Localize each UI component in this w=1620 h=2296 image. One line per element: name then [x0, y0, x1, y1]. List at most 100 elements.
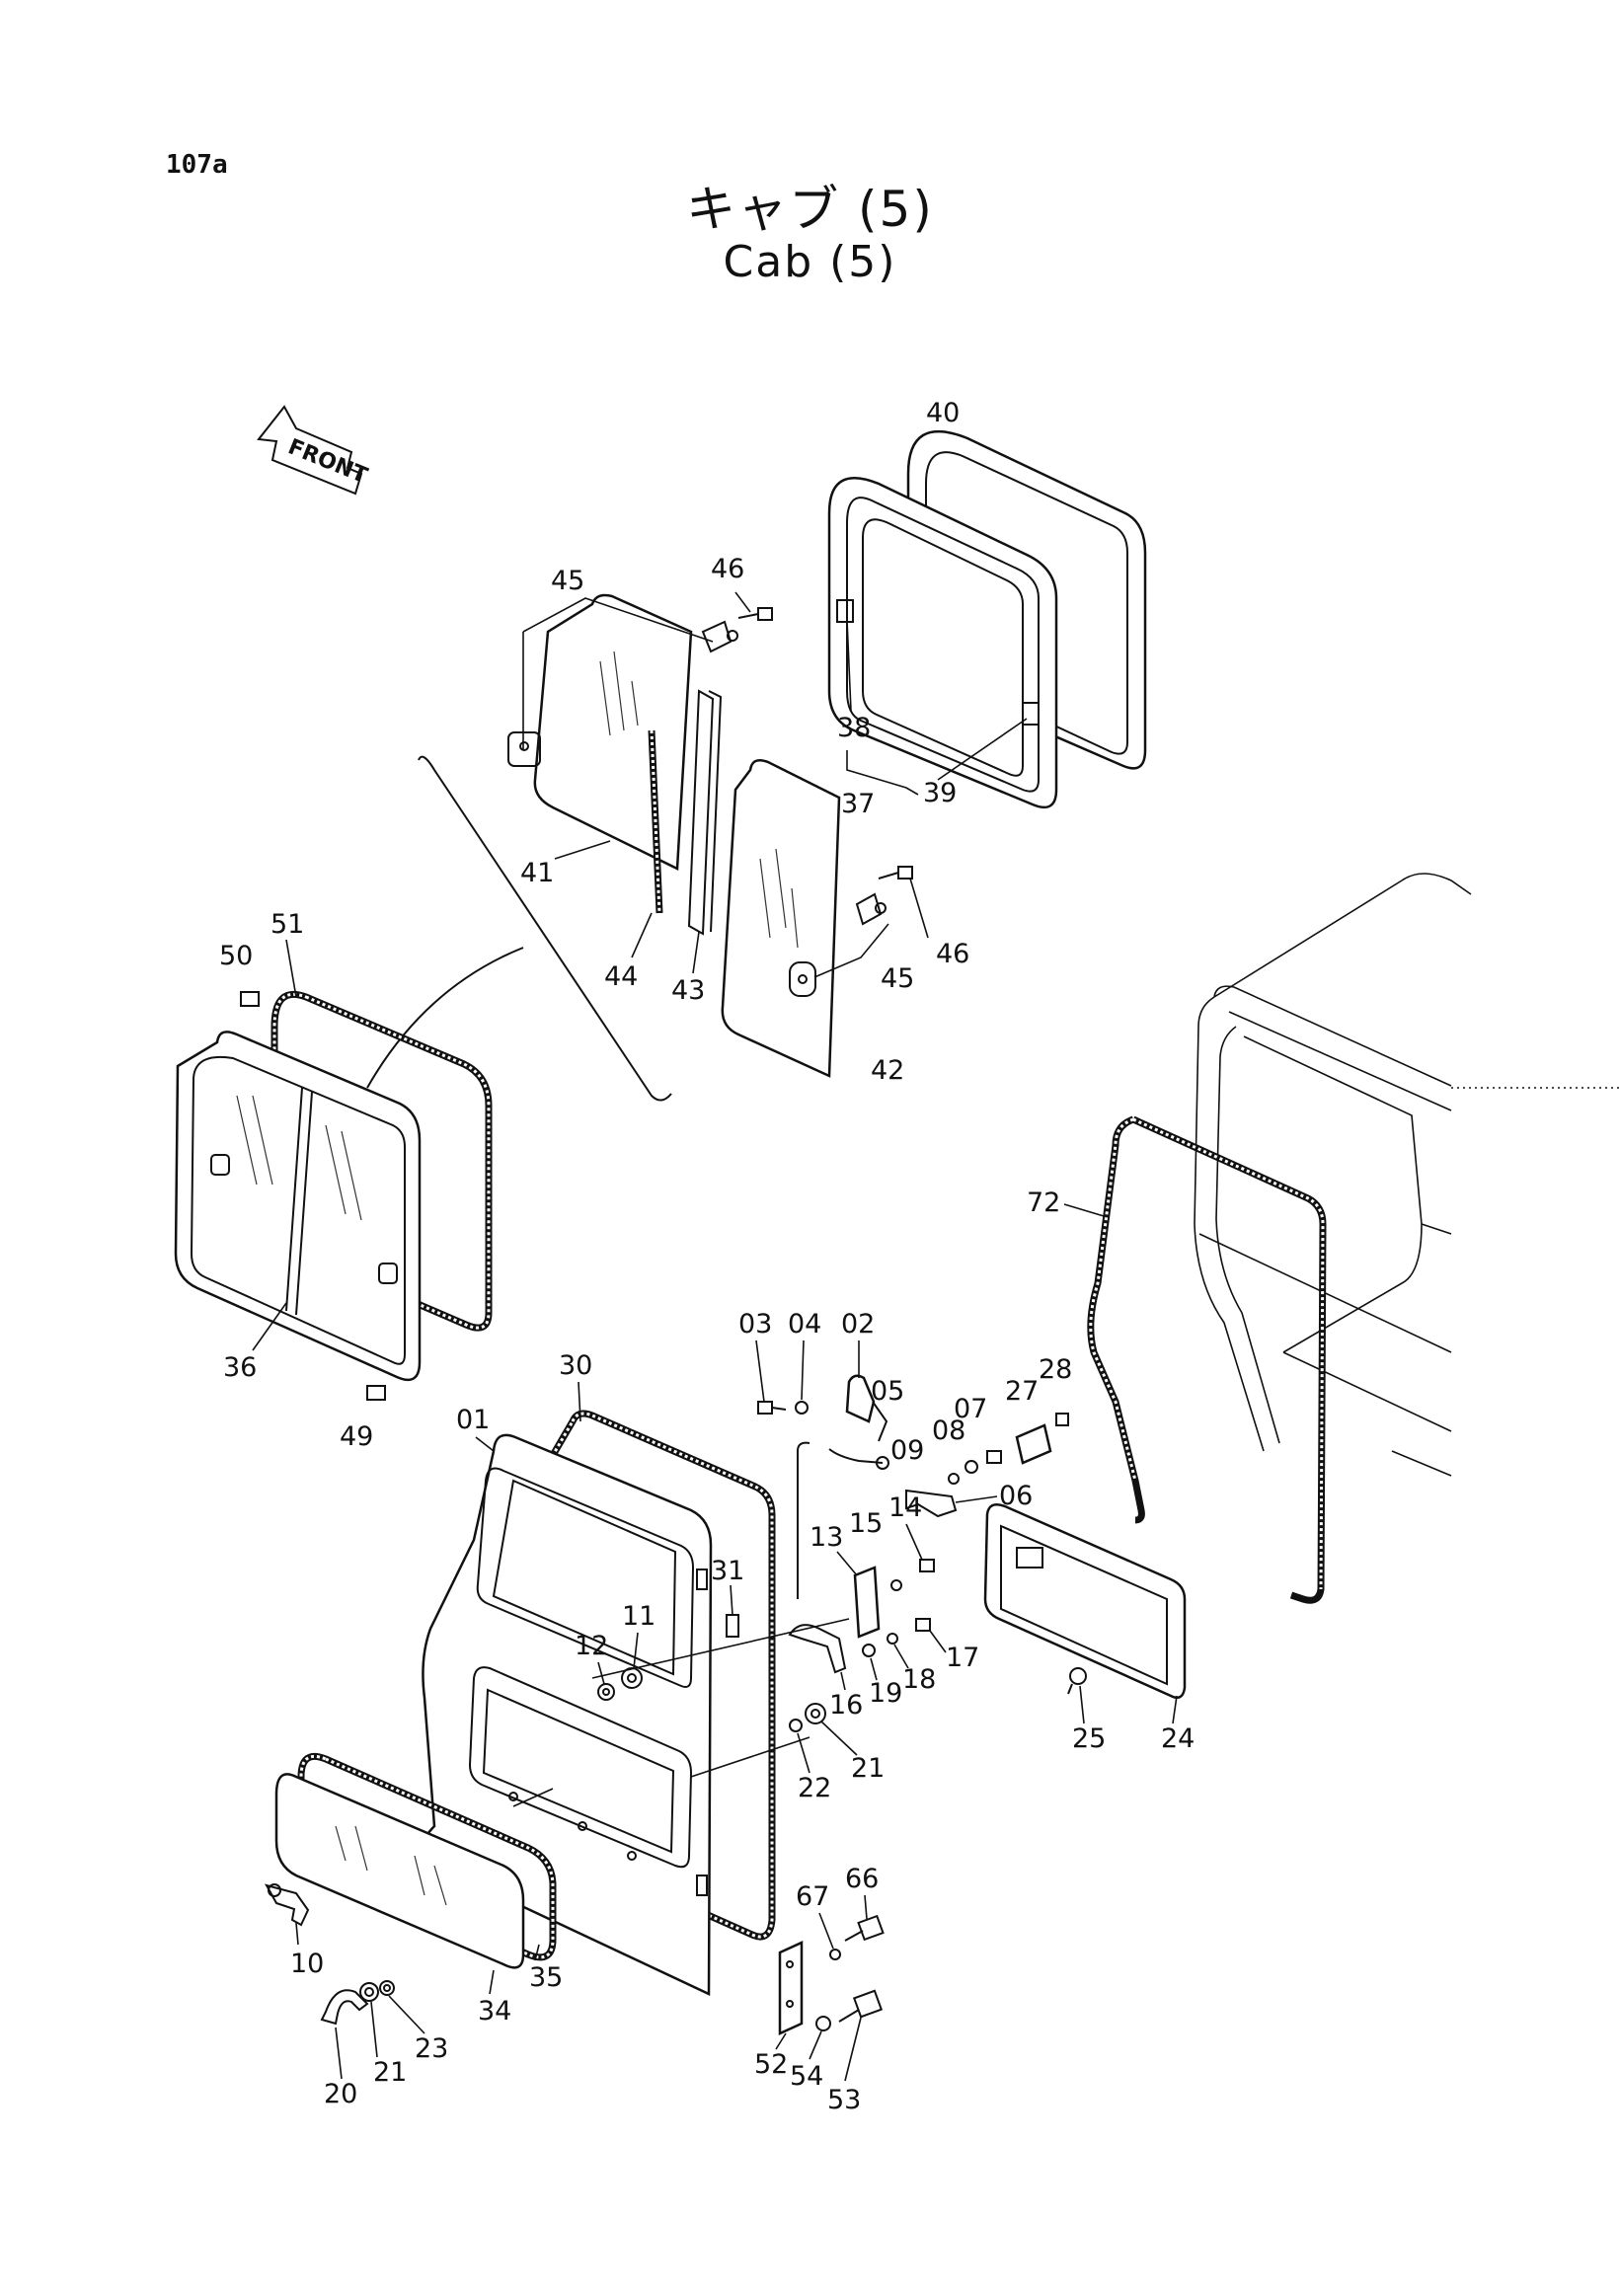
callout-20: 20 — [324, 2079, 357, 2109]
callout-02: 02 — [841, 1309, 875, 1339]
callout-17: 17 — [946, 1643, 979, 1673]
callout-04: 04 — [788, 1309, 821, 1339]
front-arrow-icon: FRONT — [257, 405, 370, 496]
assembly-guide-arc — [418, 755, 672, 1102]
stopper-50 — [240, 991, 260, 1007]
callout-46b: 46 — [936, 939, 969, 969]
washer-54 — [815, 2016, 831, 2031]
callout-24: 24 — [1161, 1723, 1195, 1754]
callout-39: 39 — [923, 778, 957, 808]
callout-08: 08 — [932, 1416, 965, 1446]
callout-51: 51 — [270, 909, 304, 940]
title-english: Cab (5) — [723, 237, 897, 287]
latch-31 — [726, 1614, 739, 1638]
washer-23 — [379, 1980, 395, 1996]
callout-28: 28 — [1039, 1354, 1072, 1385]
nut-21-mid — [805, 1703, 826, 1724]
callout-18: 18 — [902, 1664, 936, 1695]
callout-21: 21 — [851, 1753, 885, 1784]
washer-15 — [890, 1579, 902, 1591]
callout-46: 46 — [711, 554, 744, 584]
callout-42: 42 — [871, 1055, 904, 1086]
sliding-window-36 — [174, 1031, 422, 1382]
callout-25: 25 — [1072, 1723, 1106, 1754]
callout-31: 31 — [711, 1556, 744, 1586]
latch-45-top — [701, 620, 738, 653]
washer-67 — [829, 1949, 841, 1960]
callout-72: 72 — [1027, 1187, 1060, 1218]
callout-44: 44 — [604, 961, 638, 992]
callout-01: 01 — [456, 1405, 490, 1435]
callout-50: 50 — [219, 941, 253, 971]
callout-35: 35 — [529, 1962, 563, 1993]
callout-05: 05 — [871, 1376, 904, 1407]
callout-36: 36 — [223, 1352, 257, 1383]
callout-23: 23 — [415, 2033, 448, 2064]
callout-16: 16 — [829, 1690, 863, 1721]
screw-46-mid — [878, 866, 913, 880]
washer-19 — [862, 1644, 876, 1657]
sliding-glass-41 — [507, 593, 693, 871]
callout-15: 15 — [849, 1508, 883, 1539]
callout-21b: 21 — [373, 2057, 407, 2088]
bolt-17 — [915, 1618, 931, 1632]
knob-25 — [1067, 1667, 1087, 1695]
bolt-07 — [986, 1450, 1002, 1464]
lower-glass-34 — [274, 1752, 557, 1969]
title-japanese: キャブ (5) — [686, 181, 934, 238]
bolt-53 — [838, 1989, 884, 2023]
hinge-52 — [778, 1941, 804, 2035]
screw-46-top — [737, 607, 773, 621]
switch-27 — [1015, 1423, 1052, 1465]
bolt-66 — [844, 1914, 885, 1942]
callout-12: 12 — [575, 1631, 608, 1661]
callout-19: 19 — [869, 1678, 902, 1709]
callout-14: 14 — [888, 1492, 922, 1523]
rod-05 — [828, 1448, 889, 1470]
washer-04 — [795, 1401, 809, 1415]
callout-09: 09 — [890, 1435, 924, 1466]
nut-11 — [621, 1667, 643, 1689]
callout-layer: 40 45 46 38 37 39 41 44 43 42 45 46 51 5… — [219, 398, 1195, 2115]
callout-11: 11 — [622, 1601, 656, 1632]
trim-panel-24 — [983, 1503, 1187, 1699]
callout-03: 03 — [738, 1309, 772, 1339]
lever-06 — [905, 1489, 958, 1518]
callout-67: 67 — [796, 1881, 829, 1912]
page-number: 107a — [166, 150, 228, 180]
washer-09 — [948, 1473, 960, 1485]
screw-28 — [1055, 1413, 1069, 1426]
callout-45b: 45 — [881, 963, 914, 994]
glass-run-44 — [648, 729, 663, 914]
callout-10: 10 — [290, 1949, 324, 1979]
striker-16 — [788, 1624, 847, 1674]
callout-66: 66 — [845, 1864, 879, 1894]
bolt-14 — [919, 1559, 935, 1572]
callout-30: 30 — [559, 1350, 592, 1381]
callout-43: 43 — [671, 975, 705, 1006]
bracket-13 — [853, 1566, 881, 1639]
stopper-49 — [366, 1385, 386, 1401]
door-seal-72 — [1087, 1115, 1327, 1604]
rod-assembly — [797, 1441, 810, 1599]
handle-10 — [264, 1883, 310, 1927]
callout-52: 52 — [754, 2049, 788, 2080]
sliding-glass-42 — [721, 759, 841, 1078]
callout-37: 37 — [841, 789, 875, 819]
callout-54: 54 — [790, 2061, 823, 2092]
nut-21-lower — [359, 1982, 379, 2002]
callout-07: 07 — [954, 1394, 987, 1424]
callout-40: 40 — [926, 398, 960, 428]
handle-20 — [320, 1989, 369, 2026]
callout-49: 49 — [340, 1421, 373, 1452]
callout-41: 41 — [520, 858, 554, 888]
window-frame-37 — [827, 477, 1058, 809]
callout-53: 53 — [827, 2085, 861, 2115]
glass-channel-43 — [687, 689, 723, 936]
washer-18 — [887, 1633, 898, 1645]
callout-45: 45 — [551, 566, 584, 596]
bolt-03 — [757, 1401, 787, 1415]
callout-34: 34 — [478, 1996, 511, 2027]
callout-06: 06 — [999, 1481, 1033, 1511]
